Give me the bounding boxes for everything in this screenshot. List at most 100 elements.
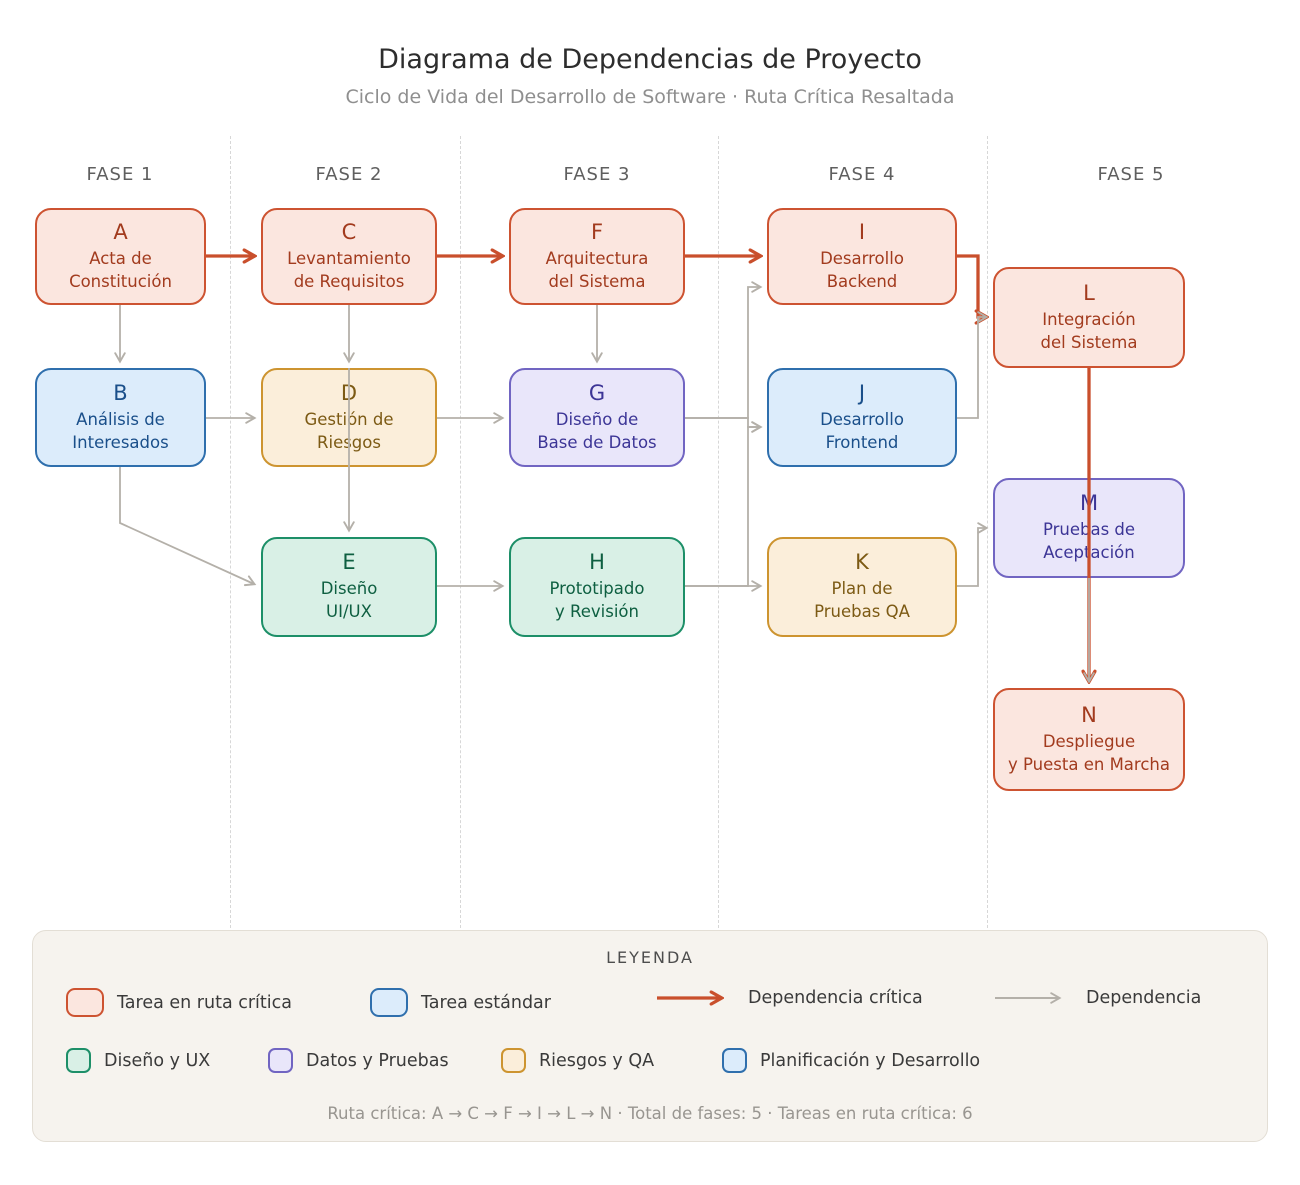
edge-J-L xyxy=(957,317,986,419)
node-L-label-line-2: del Sistema xyxy=(1040,332,1138,352)
node-B-letter: B xyxy=(113,380,128,405)
node-A-label-line-1: Acta de xyxy=(89,248,152,268)
node-G-label-line-1: Diseño de xyxy=(555,409,639,429)
legend-item-row1-2: Tarea estándar xyxy=(370,988,551,1017)
node-L-label-line-1: Integración xyxy=(1042,309,1136,329)
legend-item-row2-4: Planificación y Desarrollo xyxy=(722,1048,980,1073)
phase-header-2: FASE 2 xyxy=(315,164,383,185)
node-M-label-line-1: Pruebas de xyxy=(1042,520,1136,540)
legend-label: Dependencia crítica xyxy=(748,988,923,1008)
node-D-label-line-1: Gestión de xyxy=(304,409,394,429)
node-N-label-line-1: Despliegue xyxy=(1042,731,1136,751)
node-F: F Arquitectura del Sistema xyxy=(509,208,685,305)
node-N-label-line-2: y Puesta en Marcha xyxy=(1008,754,1170,774)
node-N-letter: N xyxy=(1081,702,1097,727)
node-F-label-line-1: Arquitectura xyxy=(545,248,649,268)
node-H-label-line-2: y Revisión xyxy=(555,602,639,622)
node-J-label-line-1: Desarrollo xyxy=(820,409,904,429)
edge-G-I xyxy=(685,287,760,419)
legend-label: Diseño y UX xyxy=(104,1050,211,1071)
node-B-label-line-2: Interesados xyxy=(72,432,169,452)
edge-K-M xyxy=(957,528,986,587)
edge-I-L xyxy=(957,254,986,317)
legend-title: LEYENDA xyxy=(606,948,694,967)
node-B: B Análisis de Interesados xyxy=(35,368,206,467)
page-subtitle: Ciclo de Vida del Desarrollo de Software… xyxy=(345,86,955,108)
phase-separator-1 xyxy=(230,136,231,928)
phase-header-3: FASE 3 xyxy=(563,164,631,185)
legend-swatch-planning xyxy=(370,988,408,1017)
critical-dependency-arrow-icon xyxy=(657,989,735,1007)
legend-item-row1-3: Dependencia crítica xyxy=(655,988,923,1008)
node-K-letter: K xyxy=(855,550,869,575)
edge-G-J xyxy=(685,417,760,427)
legend-panel xyxy=(32,930,1268,1142)
node-F-letter: F xyxy=(590,219,604,244)
node-K: K Plan de Pruebas QA xyxy=(767,537,957,637)
node-E-letter: E xyxy=(342,550,356,575)
legend-swatch-risk xyxy=(501,1048,526,1073)
node-G-label-line-2: Base de Datos xyxy=(537,432,657,452)
legend-item-row2-3: Riesgos y QA xyxy=(501,1048,654,1073)
node-M-letter: M xyxy=(1079,491,1099,516)
legend-swatch-planning xyxy=(722,1048,747,1073)
node-H-letter: H xyxy=(589,550,605,575)
node-L-letter: L xyxy=(1083,280,1095,305)
node-M: M Pruebas de Aceptación xyxy=(993,478,1185,578)
node-J-label-line-2: Frontend xyxy=(825,432,899,452)
legend-item-row2-2: Datos y Pruebas xyxy=(268,1048,449,1073)
node-B-label-line-1: Análisis de xyxy=(76,409,165,429)
legend-item-row1-1: Tarea en ruta crítica xyxy=(66,988,292,1017)
edge-B-E xyxy=(119,467,254,584)
node-C-label-line-2: de Requisitos xyxy=(293,271,405,291)
legend-swatch-design xyxy=(66,1048,91,1073)
phase-separator-4 xyxy=(987,136,988,928)
dependency-arrow-icon xyxy=(995,989,1073,1007)
node-J-letter: J xyxy=(858,380,866,405)
legend-swatch-data xyxy=(268,1048,293,1073)
phase-header-4: FASE 4 xyxy=(828,164,896,185)
node-C-label-line-1: Levantamiento xyxy=(287,248,411,268)
page-title: Diagrama de Dependencias de Proyecto xyxy=(378,44,922,75)
node-A: A Acta de Constitución xyxy=(35,208,206,305)
node-D-letter: D xyxy=(340,380,358,405)
node-M-label-line-2: Aceptación xyxy=(1043,543,1135,563)
phase-header-5: FASE 5 xyxy=(1097,164,1165,185)
node-L: L Integración del Sistema xyxy=(993,267,1185,368)
legend-swatch-critical xyxy=(66,988,104,1017)
legend-label: Dependencia xyxy=(1086,988,1202,1008)
node-E-label-line-2: UI/UX xyxy=(326,602,372,622)
node-N: N Despliegue y Puesta en Marcha xyxy=(993,688,1185,791)
node-K-label-line-1: Plan de xyxy=(831,579,893,599)
edge-H-J xyxy=(685,427,760,587)
legend-label: Tarea estándar xyxy=(421,992,551,1013)
node-H-label-line-1: Prototipado xyxy=(549,579,645,599)
node-G-letter: G xyxy=(588,380,606,405)
legend-label: Datos y Pruebas xyxy=(306,1050,449,1071)
phase-separator-2 xyxy=(460,136,461,928)
node-D: D Gestión de Riesgos xyxy=(261,368,437,467)
node-K-label-line-2: Pruebas QA xyxy=(814,602,910,622)
node-I-label-line-1: Desarrollo xyxy=(820,248,904,268)
legend-item-row2-1: Diseño y UX xyxy=(66,1048,210,1073)
node-D-label-line-2: Riesgos xyxy=(317,432,381,452)
node-I-label-line-2: Backend xyxy=(826,271,898,291)
node-I-letter: I xyxy=(858,219,866,244)
legend-item-row1-4: Dependencia xyxy=(993,988,1201,1008)
node-G: G Diseño de Base de Datos xyxy=(509,368,685,467)
legend-label: Tarea en ruta crítica xyxy=(117,992,292,1013)
phase-header-1: FASE 1 xyxy=(86,164,154,185)
node-A-letter: A xyxy=(113,219,128,244)
node-F-label-line-2: del Sistema xyxy=(548,271,646,291)
legend-label: Riesgos y QA xyxy=(539,1050,655,1071)
node-E-label-line-1: Diseño xyxy=(320,579,378,599)
legend-label: Planificación y Desarrollo xyxy=(760,1050,981,1071)
node-H: H Prototipado y Revisión xyxy=(509,537,685,637)
node-C: C Levantamiento de Requisitos xyxy=(261,208,437,305)
node-C-letter: C xyxy=(341,219,357,244)
node-A-label-line-2: Constitución xyxy=(69,271,172,291)
